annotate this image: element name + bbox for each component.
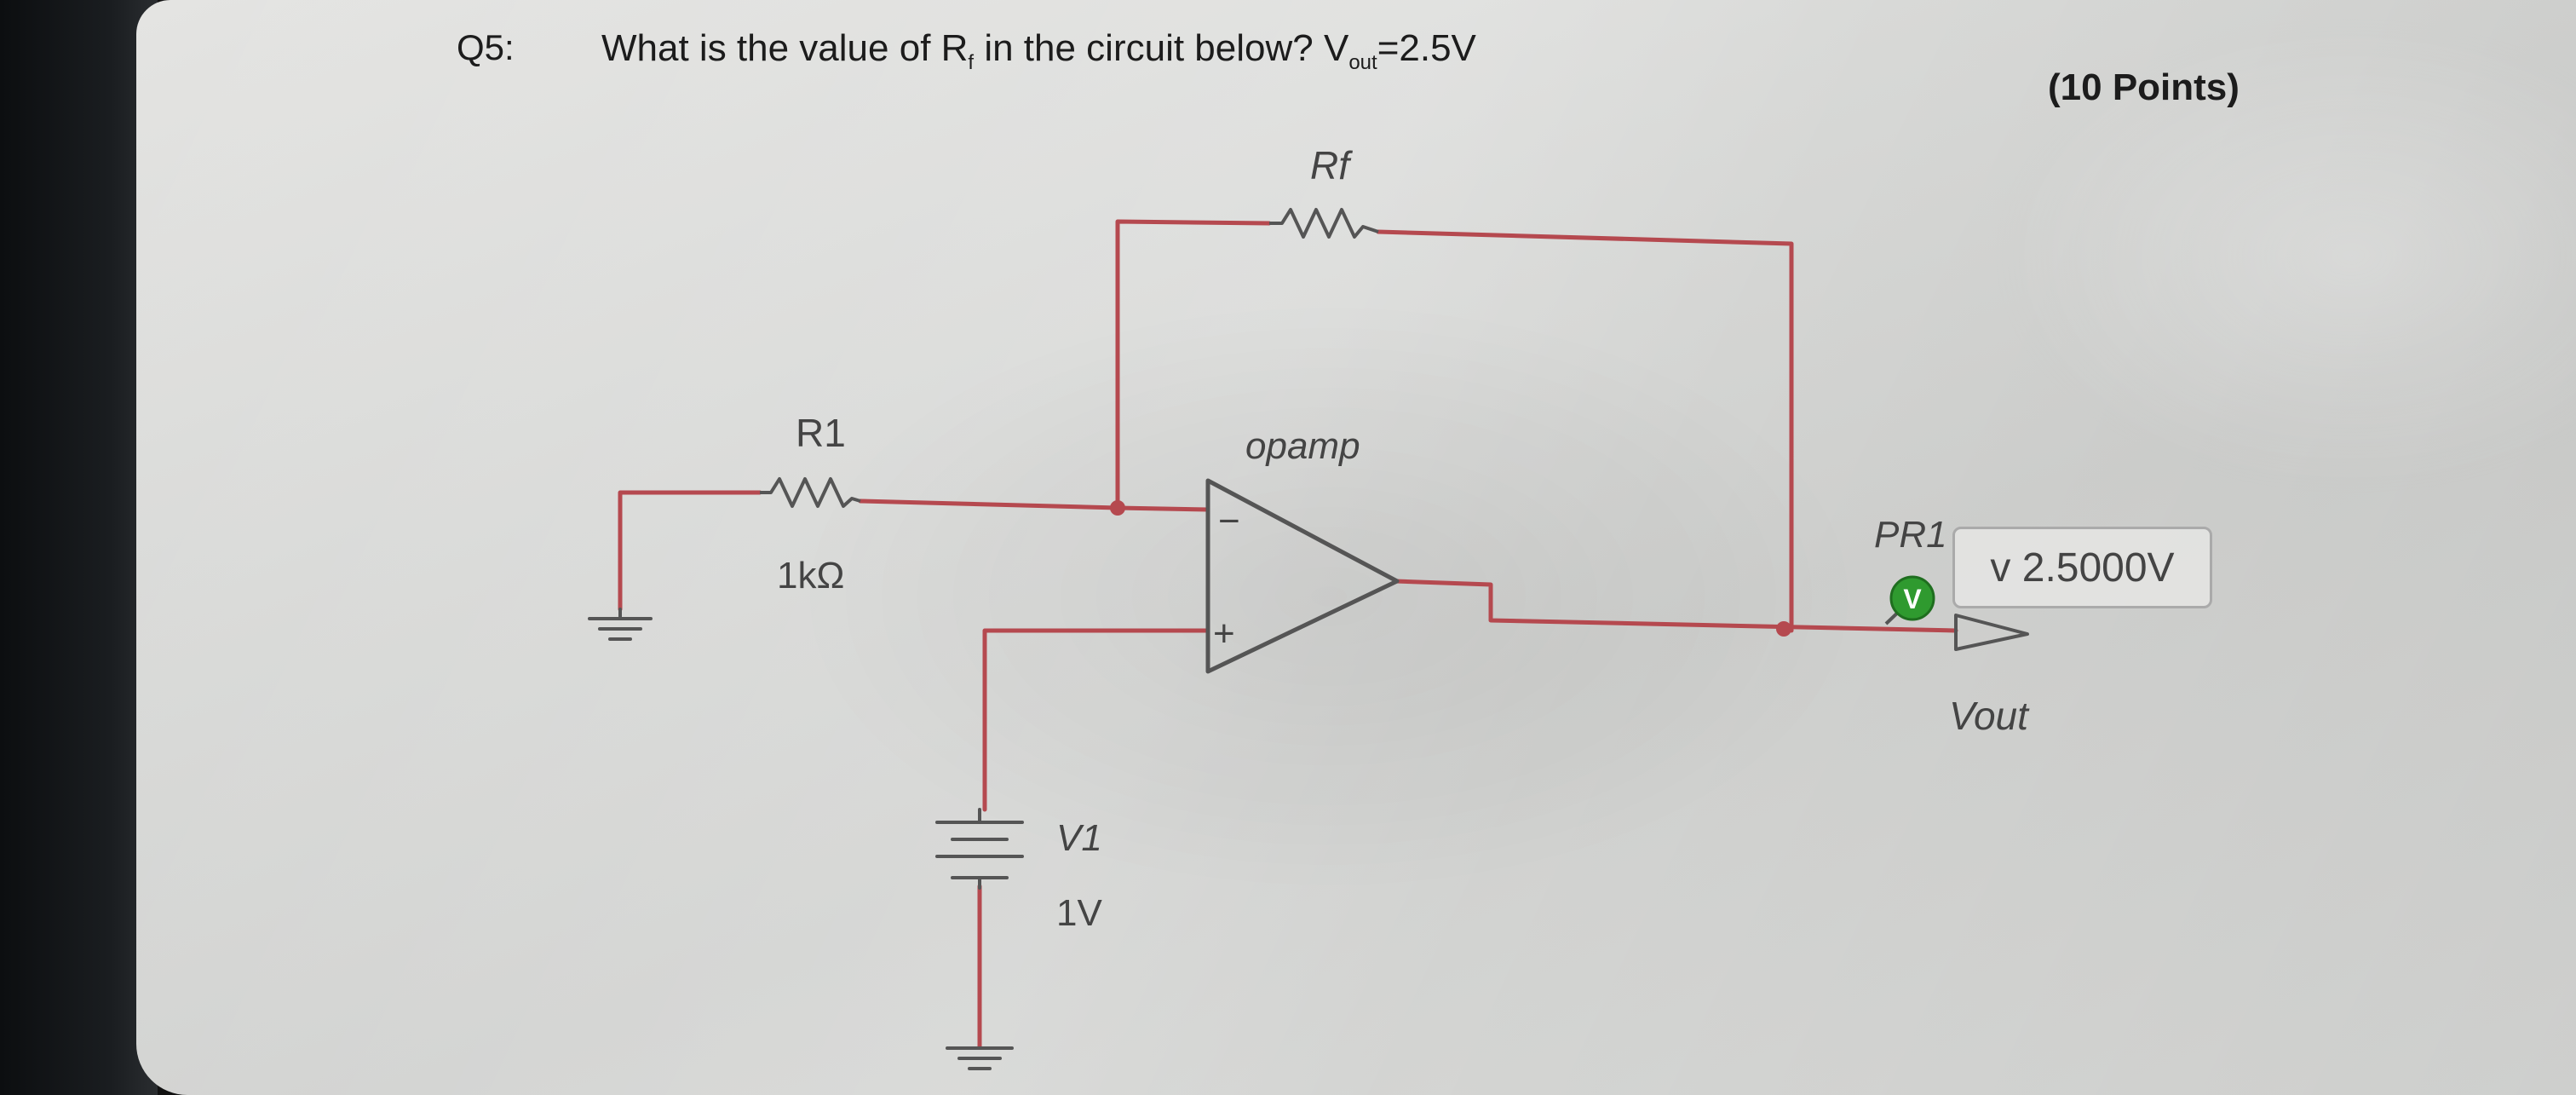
wire-ground-to-r1 [618, 490, 762, 612]
question-text: What is the value of Rf in the circuit b… [601, 27, 1476, 74]
points-label: (10 Points) [2048, 66, 2240, 108]
wire-noninverting [982, 628, 1210, 812]
v1-label: V1 [1056, 817, 1102, 859]
voltage-probe-icon-letter: V [1903, 584, 1922, 614]
opamp-label: opamp [1245, 425, 1360, 467]
probe-reading-value: v 2.5000V [1990, 545, 2175, 591]
junction-output [1776, 621, 1791, 637]
opamp-triangle [1205, 478, 1400, 674]
wire-opamp-output [1393, 579, 1958, 633]
opamp-minus-sign: − [1218, 500, 1240, 542]
rf-resistor [1269, 208, 1379, 239]
r1-label: R1 [796, 411, 846, 455]
v1-value: 1V [1056, 892, 1102, 934]
wire-feedback-left [1115, 219, 1272, 510]
opamp-plus-sign: + [1213, 613, 1235, 654]
probe-label: PR1 [1874, 514, 1947, 556]
voltage-probe-icon [1889, 575, 1935, 621]
battery-v1 [935, 808, 1024, 890]
wire-feedback-right [1376, 229, 1794, 633]
rf-label: Rf [1310, 143, 1353, 187]
wire-r1-to-inverting [858, 499, 1210, 512]
r1-resistor [760, 477, 861, 508]
vout-label: Vout [1949, 694, 2030, 738]
vout-terminal-arrow [1954, 614, 2029, 651]
question-number: Q5: [457, 27, 515, 67]
ground-symbol-bottom [946, 1046, 1014, 1070]
probe-reading-box[interactable]: v 2.5000V [1952, 527, 2212, 608]
ground-symbol-left [588, 608, 653, 641]
screen-bezel [0, 0, 158, 1095]
r1-value: 1kΩ [777, 555, 844, 596]
junction-inverting [1110, 500, 1125, 516]
